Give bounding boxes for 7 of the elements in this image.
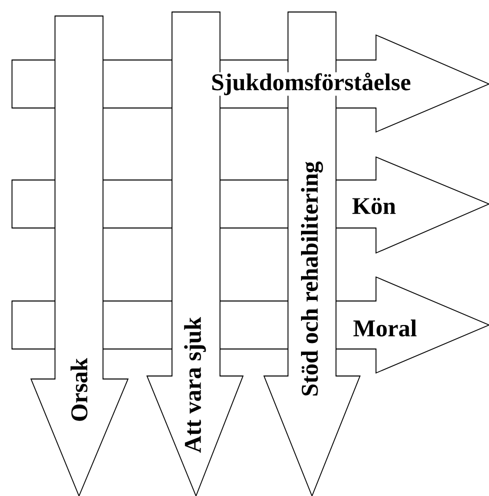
arrow-label: Att vara sjuk [184,316,206,454]
arrow-label: Orsak [70,358,88,422]
arrow-label: Sjukdomsförståelse [210,72,412,96]
arrow-label: Stöd och rehabilitering [300,160,324,398]
block-arrow [30,16,129,496]
arrow-label: Kön [352,197,396,215]
arrow-label: Moral [352,319,418,337]
